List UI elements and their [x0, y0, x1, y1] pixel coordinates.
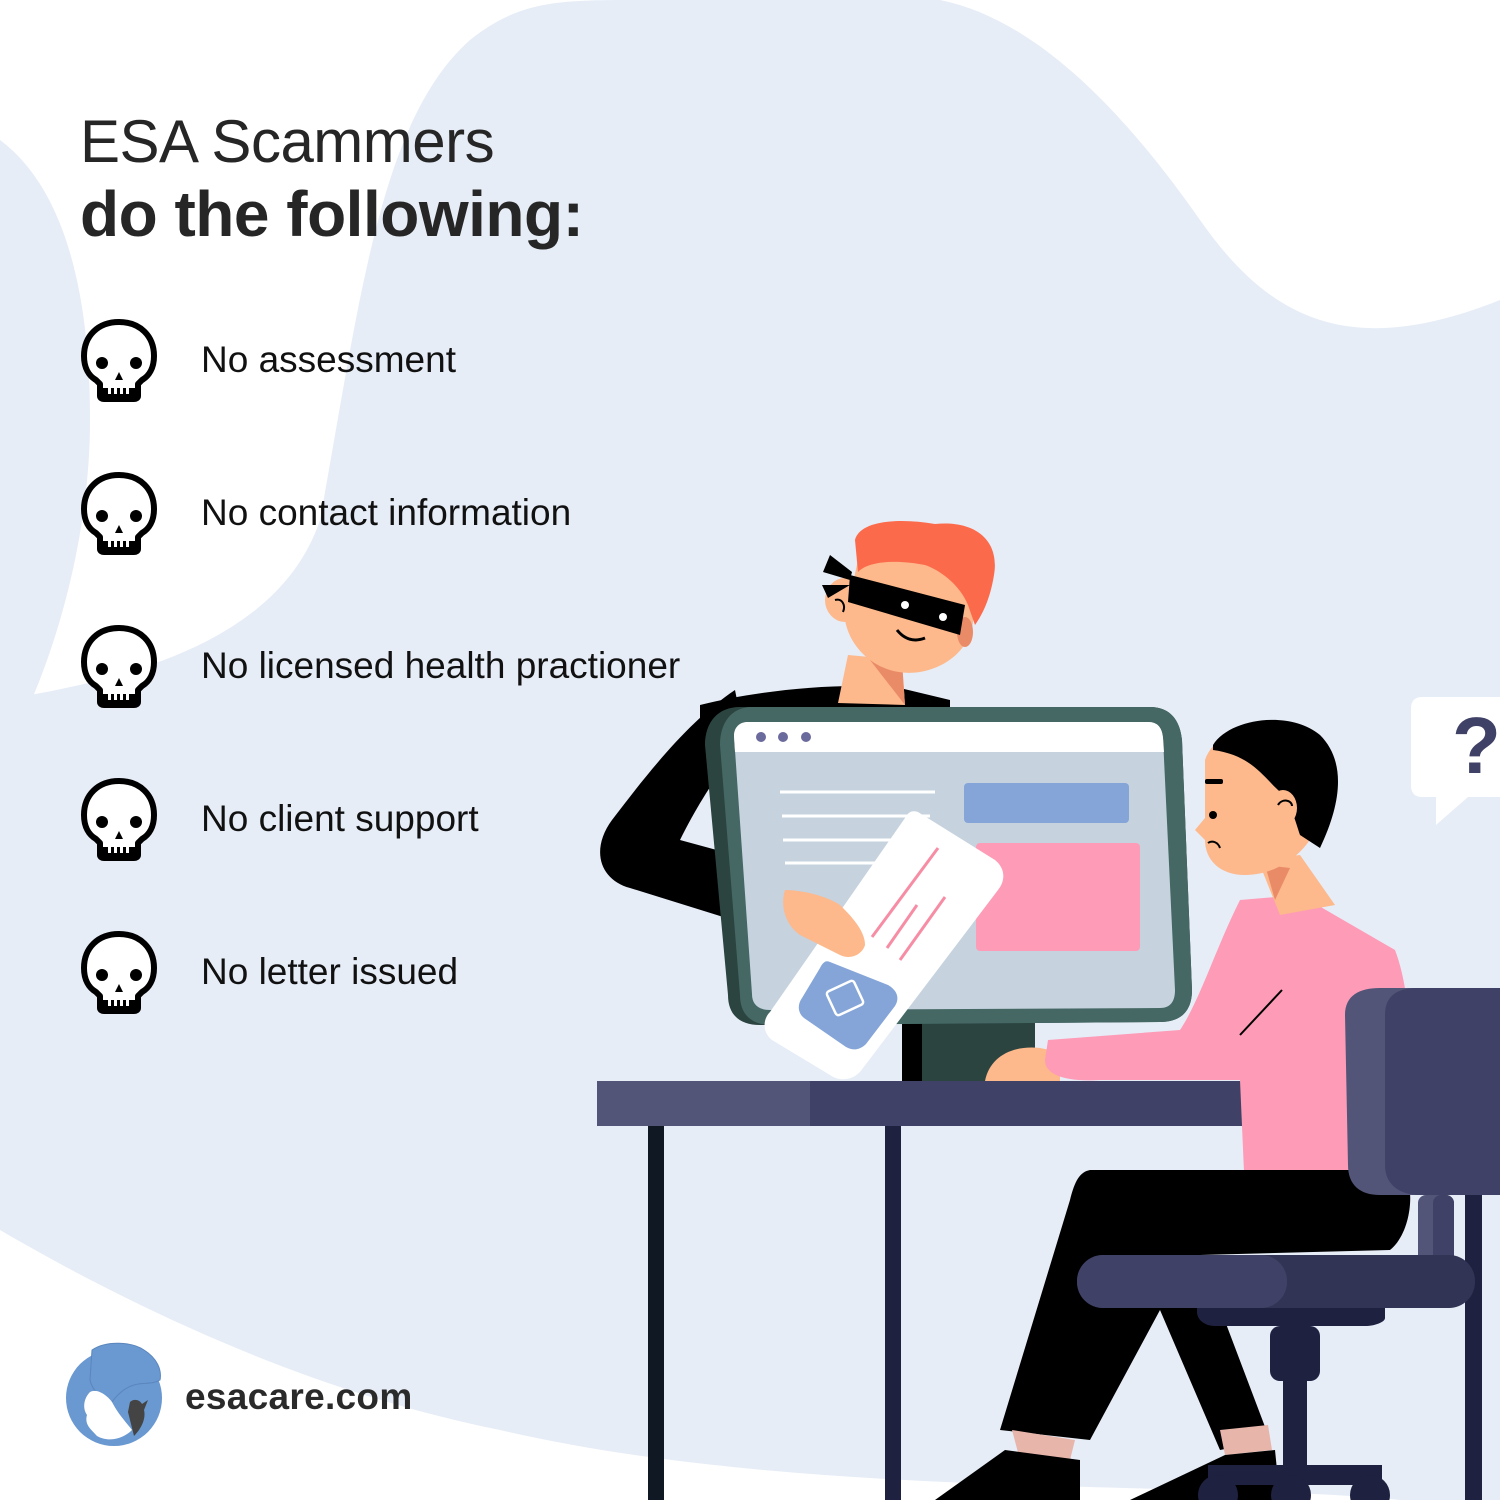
skull-icon — [80, 318, 158, 402]
skull-icon — [80, 624, 158, 708]
list-item-label: No assessment — [201, 339, 456, 380]
list-item-label: No contact information — [201, 492, 572, 533]
title-line-1: ESA Scammers — [80, 108, 495, 175]
skull-icon — [80, 930, 158, 1014]
list-item: No assessment — [80, 318, 456, 402]
list-item-label: No letter issued — [201, 951, 459, 992]
question-mark-icon: ? — [1452, 701, 1500, 790]
skull-icon — [80, 471, 158, 555]
list-item: No licensed health practioner — [80, 624, 680, 708]
skull-icon — [80, 777, 158, 861]
esacare-logo-icon — [66, 1342, 162, 1446]
page-title: ESA Scammers do the following: — [80, 108, 584, 250]
list-item: No letter issued — [80, 930, 458, 1014]
list-item: No contact information — [80, 471, 571, 555]
background-blob — [0, 140, 90, 760]
list-item-label: No licensed health practioner — [201, 645, 681, 686]
list-item: No client support — [80, 777, 479, 861]
title-line-2: do the following: — [80, 178, 584, 250]
list-item-label: No client support — [201, 798, 479, 839]
brand-name: esacare.com — [185, 1376, 413, 1417]
